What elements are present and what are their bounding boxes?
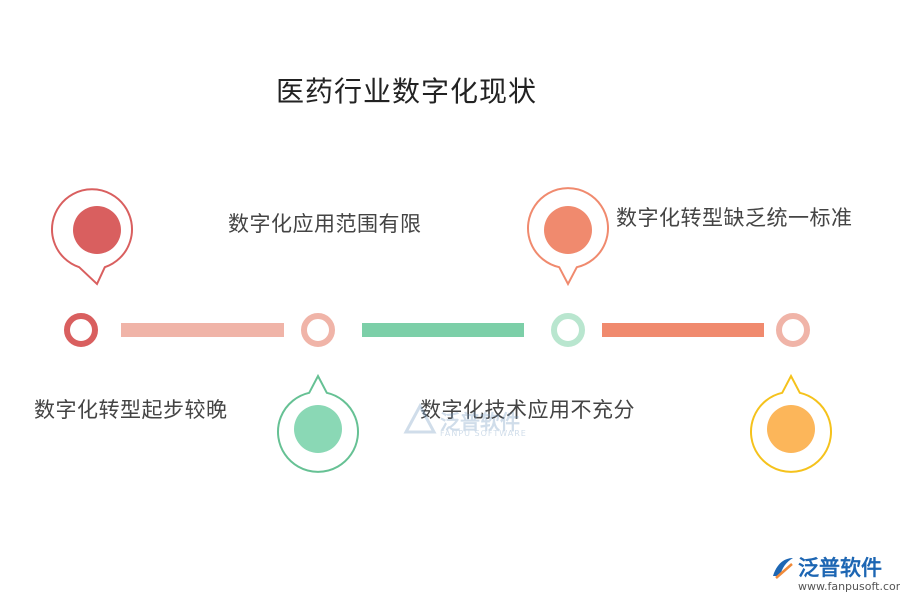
timeline-bar-3 [602, 323, 764, 337]
brand-logo: 泛普软件 www.fanpusoft.com [770, 552, 900, 596]
map-pin-icon [51, 188, 133, 286]
timeline-bar-1 [121, 323, 284, 337]
timeline-node-4 [776, 313, 810, 347]
map-pin-icon [527, 187, 609, 287]
item-label-4: 数字化转型缺乏统一标准 [616, 206, 853, 230]
item-label-2: 数字化应用范围有限 [228, 212, 422, 236]
item-label-3: 数字化技术应用不充分 [420, 398, 635, 422]
map-pin-icon [750, 373, 832, 473]
timeline-node-1 [64, 313, 98, 347]
watermark-subtext: FANPU SOFTWARE [440, 429, 527, 438]
item-label-1: 数字化转型起步较晚 [34, 398, 228, 422]
timeline-node-3 [551, 313, 585, 347]
watermark-logo-icon [403, 402, 437, 434]
brand-url: www.fanpusoft.com [798, 580, 900, 593]
map-pin-icon [277, 373, 359, 473]
watermark-text: 泛普软件 [440, 410, 520, 434]
timeline-bar-2 [362, 323, 524, 337]
brand-logo-icon [773, 558, 793, 579]
brand-name: 泛普软件 [798, 556, 882, 580]
page-title: 医药行业数字化现状 [276, 75, 538, 108]
timeline-node-2 [301, 313, 335, 347]
